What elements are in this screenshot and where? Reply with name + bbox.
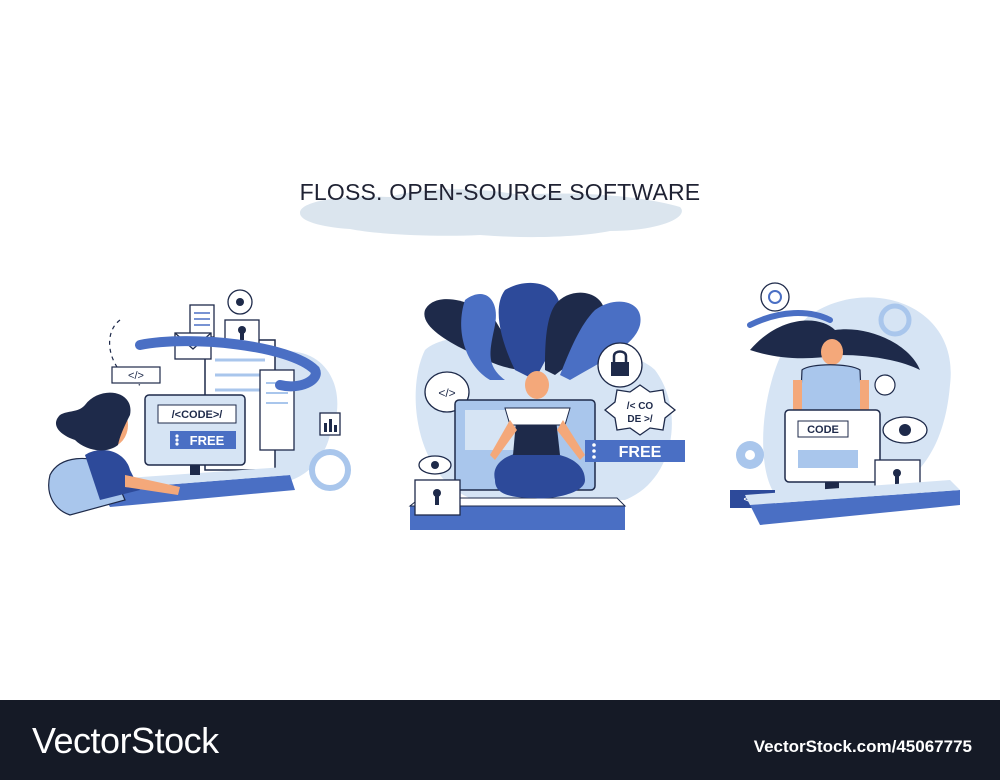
- scene-woman-with-monitor: CODE </>: [730, 282, 960, 525]
- footer-bar: VectorStock VectorStock.com/45067775: [0, 700, 1000, 780]
- title-cloud-shape: [300, 189, 682, 238]
- person-hair: [55, 392, 131, 451]
- free-label: FREE: [619, 444, 662, 461]
- code-banner: [797, 420, 849, 438]
- target-icon: [760, 282, 790, 312]
- footer-brand: VectorStock: [32, 720, 219, 761]
- tag-label-box: [111, 366, 161, 384]
- hair-wave-right: [545, 292, 605, 375]
- platform: [410, 505, 625, 530]
- scene-developer-at-desk: </> /<CODE>/ FREE: [48, 289, 351, 516]
- person-arm-right: [860, 380, 869, 420]
- lock-icon: [611, 362, 629, 376]
- person-arm-left: [490, 420, 517, 460]
- decor-ring: [309, 449, 351, 491]
- title-block: FLOSS. OPEN-SOURCE SOFTWARE: [280, 165, 720, 245]
- desk: [750, 490, 960, 525]
- free-banner: [585, 440, 685, 462]
- code-badge: [603, 384, 677, 436]
- code-badge-bottom: DE >/: [627, 414, 653, 425]
- desk: [100, 475, 295, 507]
- scene-meditating-woman: </> /< CO DE >/ FREE: [408, 282, 685, 530]
- illustration-stage: FLOSS. OPEN-SOURCE SOFTWARE: [48, 165, 960, 530]
- person-legs: [494, 451, 585, 499]
- hair-wave-far-left: [461, 294, 505, 380]
- person-arm-right: [557, 420, 585, 460]
- person-shirt: [799, 364, 863, 416]
- code-bubble-tag: </>: [438, 386, 455, 400]
- person-arm-left: [793, 380, 802, 420]
- person-arm: [125, 475, 180, 495]
- document-icon: [189, 304, 215, 338]
- free-banner: [170, 431, 236, 449]
- gear-icon: [878, 303, 912, 337]
- hair-wave-far-right: [560, 301, 641, 380]
- code-banner: [157, 404, 237, 424]
- free-label: FREE: [190, 433, 225, 448]
- code-label: CODE: [807, 424, 839, 436]
- code-badge-top: /< CO: [627, 401, 654, 412]
- person-face: [821, 339, 843, 365]
- page-title: FLOSS. OPEN-SOURCE SOFTWARE: [299, 179, 701, 205]
- person-face: [525, 371, 549, 399]
- code-label: /<CODE>/: [172, 409, 223, 421]
- tag-label: </>: [128, 370, 144, 382]
- small-ring: [874, 374, 896, 396]
- person-body: [85, 450, 140, 500]
- footer-url: VectorStock.com/45067775: [753, 737, 972, 756]
- swoosh-band: [135, 336, 321, 392]
